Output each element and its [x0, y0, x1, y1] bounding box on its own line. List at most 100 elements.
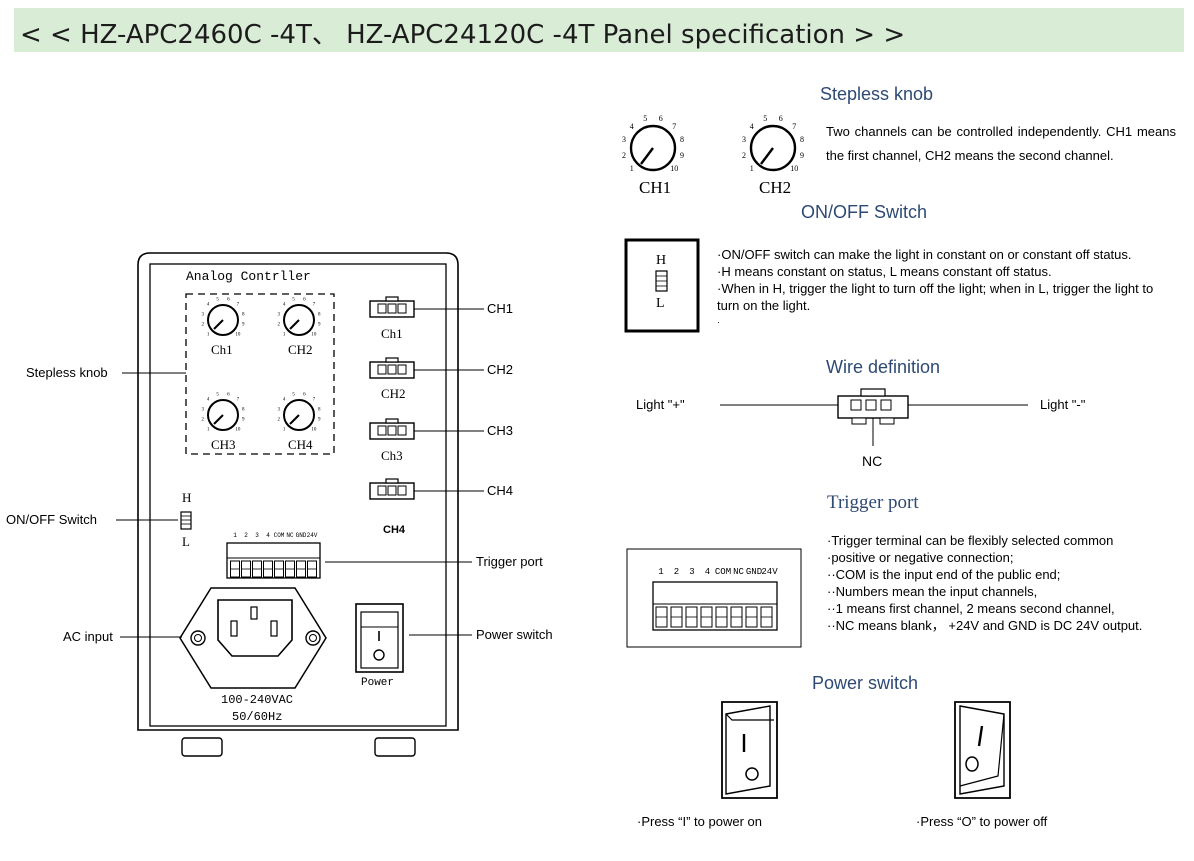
callout-lines [116, 308, 484, 638]
trigger-pin-label: 24V [306, 532, 318, 539]
dial-number: 5 [763, 114, 768, 124]
dial-number: 1 [749, 164, 754, 174]
dial-number: 9 [679, 150, 684, 160]
dial-number: 1 [282, 332, 286, 338]
trigger-pin-label: GND [745, 567, 763, 577]
trigger-pin-label: COM [714, 567, 732, 577]
callout-ch1: CH1 [487, 301, 514, 316]
panel-connector-label-ch1: Ch1 [381, 326, 403, 341]
dial-number: 3 [277, 312, 280, 318]
panel-trigger-terminal[interactable] [226, 542, 321, 579]
heading-power-switch: Power switch [812, 673, 919, 693]
spec-knob-ch2 [749, 124, 797, 172]
dial-number: 6 [227, 392, 230, 398]
trigger-pin-label: GND [295, 532, 307, 539]
onoff-line-2: ·H means constant on status, L means con… [717, 264, 1052, 279]
dial-number: 2 [622, 150, 627, 160]
panel-ac-frequency: 50/60Hz [232, 710, 283, 724]
trigger-pin-label: 2 [673, 567, 680, 577]
dial-number: 10 [235, 427, 241, 433]
panel-knob-ch1[interactable] [207, 304, 239, 336]
callout-ac-input: AC input [63, 629, 113, 644]
callout-trigger-port: Trigger port [476, 554, 543, 569]
dial-number: 4 [282, 302, 286, 308]
dial-number: 8 [318, 407, 321, 413]
dial-number: 5 [292, 392, 295, 398]
trigger-line-1: ·Trigger terminal can be flexibly select… [827, 533, 1114, 548]
dial-number: 1 [629, 164, 634, 174]
panel-knob-ch2[interactable] [283, 304, 315, 336]
dial-number: 3 [201, 407, 204, 413]
dial-number: 2 [201, 417, 204, 423]
heading-onoff-switch: ON/OFF Switch [801, 202, 928, 222]
wire-light-minus: Light "-" [1040, 397, 1086, 412]
dial-number: 5 [292, 297, 295, 303]
callout-onoff-switch: ON/OFF Switch [6, 512, 98, 527]
dial-number: 5 [216, 297, 219, 303]
spec-onoff-switch [624, 238, 700, 333]
panel-knob-ch3[interactable] [207, 399, 239, 431]
panel-connector-label-ch4: CH4 [383, 524, 406, 536]
dial-number: 9 [318, 322, 321, 328]
panel-knob-label-ch4: CH4 [288, 437, 313, 452]
title-banner: < < HZ-APC2460C -4T、 HZ-APC24120C -4T Pa… [14, 8, 1184, 52]
dial-number: 7 [672, 121, 677, 131]
spec-knob-label-ch1: CH1 [639, 178, 672, 197]
trigger-line-6: ··NC means blank， +24V and GND is DC 24V… [827, 618, 1143, 633]
panel-knob-label-ch3: CH3 [211, 437, 236, 452]
dial-number: 4 [206, 397, 210, 403]
callout-power-switch: Power switch [476, 627, 553, 642]
dial-number: 1 [206, 427, 210, 433]
panel-ac-rating: 100-240VAC [221, 693, 294, 707]
wire-nc: NC [862, 453, 883, 469]
onoff-line-4: · [717, 317, 720, 327]
panel-switch-l: L [182, 534, 190, 549]
trigger-line-3: ··COM is the input end of the public end… [827, 567, 1061, 582]
power-switch-on-illustration [721, 701, 778, 799]
power-on-caption: ·Press “I” to power on [637, 814, 762, 829]
panel-onoff-switch[interactable] [180, 511, 192, 530]
dial-number: 10 [235, 332, 241, 338]
trigger-pin-label: 3 [255, 532, 259, 539]
dial-number: 3 [742, 135, 747, 145]
dial-number: 9 [242, 417, 245, 423]
dial-number: 9 [799, 150, 804, 160]
dial-number: 2 [742, 150, 747, 160]
spec-switch-l: L [656, 296, 665, 311]
panel-knob-ch4[interactable] [283, 399, 315, 431]
spec-trigger-port [626, 548, 802, 648]
dial-number: 9 [242, 322, 245, 328]
power-off-caption: ·Press “O” to power off [916, 814, 1048, 829]
dial-number: 6 [303, 392, 306, 398]
callout-ch2: CH2 [487, 362, 514, 377]
dial-number: 4 [749, 121, 754, 131]
stepless-knob-description: Two channels can be controlled independe… [826, 124, 1176, 163]
dial-number: 9 [318, 417, 321, 423]
dial-number: 8 [318, 312, 321, 318]
dial-number: 3 [201, 312, 204, 318]
trigger-line-2: ·positive or negative connection; [827, 550, 1014, 565]
panel-ac-input[interactable] [179, 587, 327, 689]
panel-power-switch[interactable] [355, 603, 404, 673]
trigger-pin-label: 1 [233, 532, 237, 539]
panel-header: Analog Contrller [186, 269, 311, 284]
dial-number: 5 [643, 114, 648, 124]
trigger-pin-label: 1 [658, 567, 664, 577]
panel-knob-label-ch2: CH2 [288, 342, 313, 357]
onoff-switch-description: ·ON/OFF switch can make the light in con… [717, 246, 1157, 331]
dial-number: 6 [227, 297, 230, 303]
trigger-pin-label: 24V [761, 567, 778, 577]
dial-number: 3 [622, 135, 627, 145]
dial-number: 8 [242, 312, 245, 318]
dial-number: 1 [206, 332, 210, 338]
dial-number: 6 [658, 114, 663, 124]
dial-number: 4 [206, 302, 210, 308]
page-title: < < HZ-APC2460C -4T、 HZ-APC24120C -4T Pa… [20, 20, 906, 50]
dial-number: 8 [679, 135, 684, 145]
onoff-line-3: ·When in H, trigger the light to turn of… [717, 281, 1154, 313]
dial-number: 7 [312, 302, 316, 308]
dial-number: 3 [277, 407, 280, 413]
power-switch-off-illustration [954, 701, 1011, 799]
heading-trigger-port: Trigger port [827, 492, 919, 513]
